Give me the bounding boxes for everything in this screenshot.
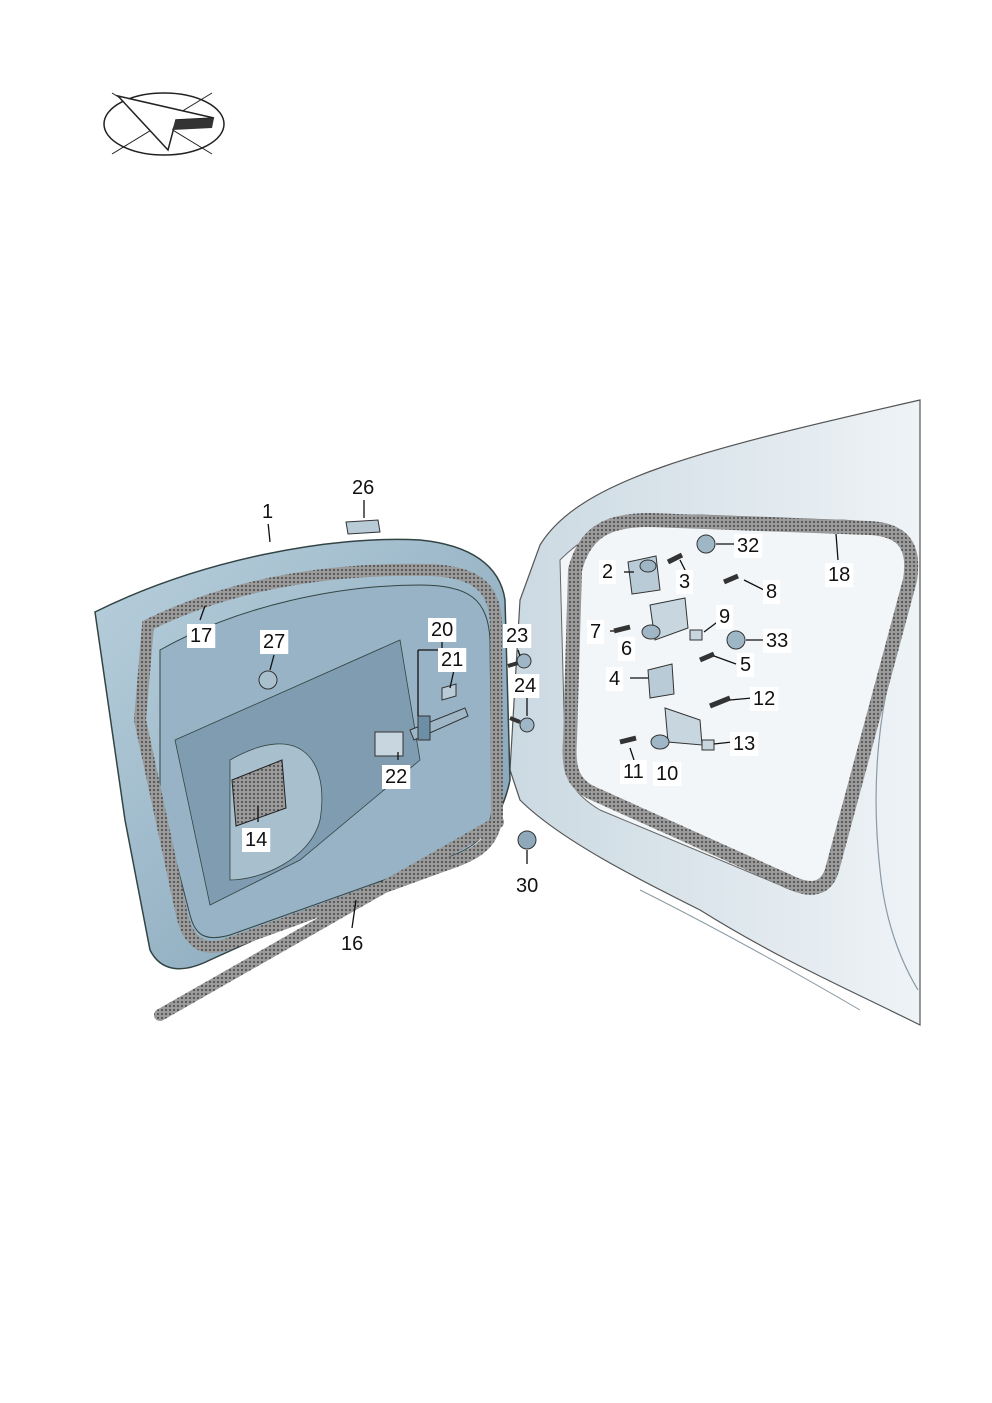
callout-9: 9 bbox=[719, 606, 730, 628]
callout-16: 16 bbox=[341, 933, 363, 955]
callout-label-background bbox=[618, 637, 636, 661]
callout-label-background bbox=[620, 760, 647, 784]
car-body-opening bbox=[509, 399, 921, 1026]
callout-30: 30 bbox=[516, 875, 538, 897]
callout-22: 22 bbox=[385, 766, 407, 788]
callout-label-background bbox=[676, 570, 694, 594]
callout-32: 32 bbox=[737, 535, 759, 557]
callout-label-background bbox=[338, 932, 367, 956]
direction-arrow-logo-icon bbox=[103, 92, 225, 156]
callout-label-background bbox=[750, 687, 779, 711]
callout-11: 11 bbox=[623, 761, 644, 783]
callout-2: 2 bbox=[602, 561, 613, 583]
callout-label-background bbox=[763, 580, 781, 604]
nut-33 bbox=[726, 630, 746, 650]
callout-label-background bbox=[382, 765, 411, 789]
upper-hinge-body-part bbox=[627, 555, 661, 595]
hinge-bolts bbox=[613, 552, 739, 745]
lower-hinge-door-part bbox=[650, 707, 703, 750]
callout-17: 17 bbox=[190, 625, 212, 647]
callout-27: 27 bbox=[263, 631, 285, 653]
callout-label-background bbox=[606, 667, 624, 691]
callout-labels: 1 26 17 27 20 21 22 14 16 23 24 30 2 3 3… bbox=[187, 476, 854, 956]
callout-23: 23 bbox=[506, 625, 528, 647]
callout-label-background bbox=[503, 624, 532, 648]
callout-12: 12 bbox=[753, 688, 775, 710]
callout-14: 14 bbox=[245, 829, 267, 851]
callout-label-background bbox=[763, 629, 792, 653]
callout-5: 5 bbox=[740, 654, 751, 676]
callout-10: 10 bbox=[656, 763, 678, 785]
callout-label-background bbox=[737, 653, 755, 677]
callout-7: 7 bbox=[590, 621, 601, 643]
callout-8: 8 bbox=[766, 581, 777, 603]
callout-label-background bbox=[428, 618, 457, 642]
lower-hinge-body-part bbox=[647, 663, 675, 699]
callout-1: 1 bbox=[262, 501, 273, 523]
callout-label-background bbox=[587, 620, 605, 644]
door-seal bbox=[133, 563, 504, 953]
callout-label-background bbox=[242, 828, 271, 852]
callout-label-background bbox=[513, 874, 542, 898]
callout-label-background bbox=[734, 534, 763, 558]
callout-20: 20 bbox=[431, 619, 453, 641]
callout-label-background bbox=[187, 624, 216, 648]
callout-33: 33 bbox=[766, 630, 788, 652]
callout-6: 6 bbox=[621, 638, 632, 660]
bolt-23 bbox=[507, 653, 532, 669]
nut-32 bbox=[696, 534, 716, 554]
callout-label-background bbox=[716, 605, 734, 629]
sill-seal bbox=[154, 816, 504, 1021]
hinge-caps bbox=[689, 629, 715, 751]
callout-label-background bbox=[653, 762, 682, 786]
callout-18: 18 bbox=[828, 564, 850, 586]
callout-13: 13 bbox=[733, 733, 755, 755]
callout-24: 24 bbox=[514, 675, 536, 697]
door-check bbox=[374, 683, 469, 757]
callout-label-background bbox=[599, 560, 617, 584]
nut-30 bbox=[517, 830, 537, 850]
callout-3: 3 bbox=[679, 571, 690, 593]
insulation-pad bbox=[231, 759, 287, 827]
plug bbox=[258, 670, 278, 690]
upper-hinge-door-part bbox=[641, 597, 689, 641]
callout-label-background bbox=[511, 674, 540, 698]
bolt-24 bbox=[509, 716, 535, 733]
callout-label-background bbox=[825, 563, 854, 587]
front-door bbox=[94, 538, 511, 970]
callout-4: 4 bbox=[609, 668, 620, 690]
callout-label-background bbox=[260, 630, 289, 654]
cover-strip bbox=[345, 519, 381, 535]
body-seal bbox=[562, 512, 919, 895]
callout-label-background bbox=[349, 476, 378, 500]
callout-26: 26 bbox=[352, 477, 374, 499]
callout-label-background bbox=[438, 648, 467, 672]
callout-21: 21 bbox=[441, 649, 463, 671]
callout-label-background bbox=[730, 732, 759, 756]
callout-label-background bbox=[259, 500, 277, 524]
